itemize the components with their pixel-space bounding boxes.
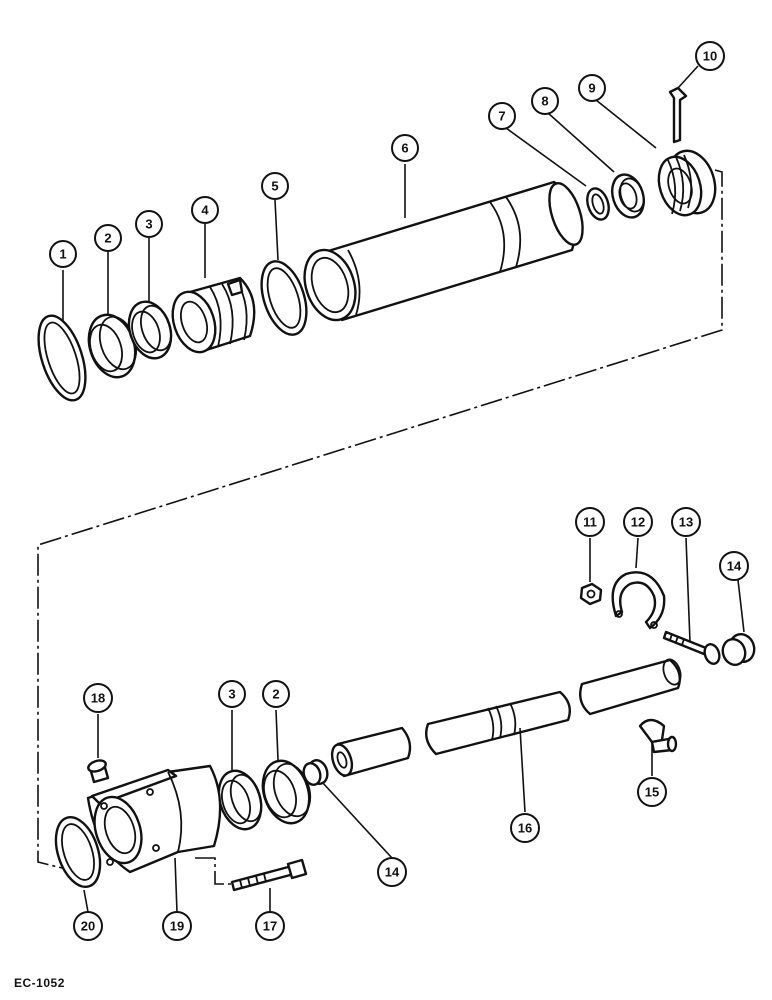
callout-4: 4: [191, 196, 219, 224]
callout-18: 18: [83, 683, 113, 713]
svg-text:14: 14: [385, 865, 400, 880]
part-bushing-14-lower: [302, 759, 329, 786]
callout-19: 19: [162, 911, 192, 941]
svg-text:1: 1: [59, 247, 66, 262]
svg-text:12: 12: [631, 515, 645, 530]
svg-text:5: 5: [271, 179, 278, 194]
part-o-ring-1: [37, 314, 87, 402]
svg-text:19: 19: [170, 919, 184, 934]
part-seal-2-lower: [261, 759, 312, 825]
svg-text:20: 20: [81, 919, 95, 934]
part-gland-nut-9: [657, 149, 717, 217]
callout-3: 3: [135, 210, 163, 238]
part-bolt-17: [230, 858, 308, 892]
part-bolt-13: [662, 630, 721, 665]
leader-lines: [62, 65, 745, 913]
callout-10: 10: [695, 41, 725, 71]
svg-text:7: 7: [498, 109, 505, 124]
svg-text:9: 9: [588, 81, 595, 96]
part-piston-rod-16: [330, 658, 682, 778]
callout-9: 9: [578, 74, 606, 102]
svg-text:10: 10: [703, 49, 717, 64]
svg-text:8: 8: [541, 94, 548, 109]
svg-text:3: 3: [228, 687, 235, 702]
callout-3-lower: 3: [218, 680, 246, 708]
callout-12: 12: [623, 507, 653, 537]
svg-text:18: 18: [91, 691, 105, 706]
svg-text:4: 4: [201, 203, 209, 218]
callout-5: 5: [261, 172, 289, 200]
part-o-ring-20: [54, 816, 102, 888]
svg-text:13: 13: [679, 515, 693, 530]
callout-14-lower: 14: [377, 857, 407, 887]
part-cylinder-head-19: [86, 764, 222, 874]
callout-2-lower: 2: [262, 680, 290, 708]
svg-text:2: 2: [272, 687, 279, 702]
callout-8: 8: [531, 87, 559, 115]
part-pin-10: [668, 86, 688, 144]
callout-11: 11: [575, 507, 605, 537]
part-ring-7: [586, 187, 610, 221]
part-wear-ring-3: [127, 300, 173, 360]
callout-1: 1: [49, 240, 77, 268]
callout-14-upper: 14: [719, 551, 749, 581]
callout-17: 17: [255, 911, 285, 941]
callout-15: 15: [637, 777, 667, 807]
callout-2: 2: [94, 224, 122, 252]
svg-text:3: 3: [145, 217, 152, 232]
assembly-centerline: [37, 169, 723, 885]
svg-text:14: 14: [727, 559, 742, 574]
svg-text:15: 15: [645, 785, 659, 800]
svg-text:11: 11: [583, 515, 597, 530]
svg-text:17: 17: [263, 919, 277, 934]
part-cylinder-barrel-6: [303, 180, 584, 322]
callout-20: 20: [73, 911, 103, 941]
svg-text:6: 6: [401, 141, 408, 156]
part-piston-4: [171, 276, 256, 354]
part-clamp-12: [611, 571, 666, 630]
drawing-code-label: EC-1052: [14, 976, 65, 990]
svg-text:16: 16: [518, 821, 532, 836]
part-bushing-14-upper: [721, 632, 756, 667]
callouts: 1 2 3 4 5 6 7 8 9 10 11 12 13 14 15 16 1…: [49, 41, 749, 941]
callout-13: 13: [671, 507, 701, 537]
part-nut-11: [579, 582, 603, 606]
part-plug-18: [87, 759, 110, 784]
callout-7: 7: [488, 102, 516, 130]
part-wiper-seal-8: [610, 173, 646, 219]
part-fitting-15: [638, 718, 678, 754]
callout-16: 16: [510, 813, 540, 843]
svg-text:2: 2: [104, 231, 111, 246]
part-o-ring-5: [260, 260, 308, 336]
callout-6: 6: [391, 134, 419, 162]
